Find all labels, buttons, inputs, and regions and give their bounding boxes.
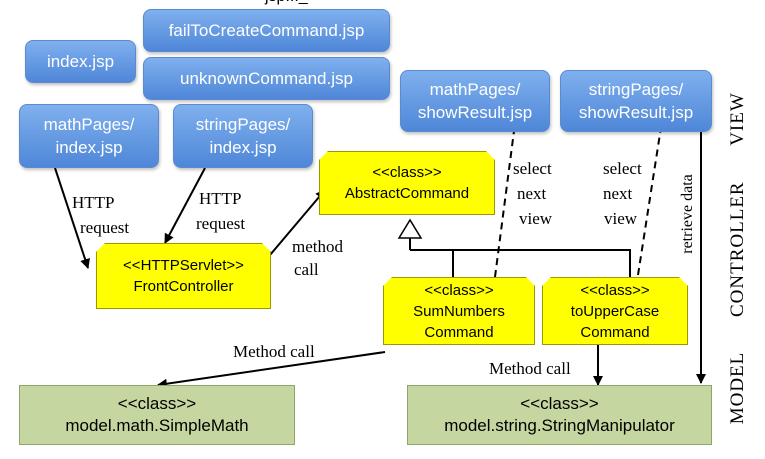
select-next-view-2-line3: view [604, 209, 638, 228]
math-pages-index-line2: index.jsp [55, 138, 123, 157]
select-next-view-1-line3: view [519, 209, 553, 228]
string-pages-show-result-line1: stringPages/ [588, 80, 684, 99]
string-pages-show-result-line2: showResult.jsp [578, 103, 694, 122]
view-layer-title: VIEW [727, 92, 748, 146]
select-next-view-2-line1: select [603, 159, 642, 178]
http-request-label-2-line1: HTTP [199, 189, 242, 208]
sum-numbers-name-line2: Command [424, 323, 494, 341]
math-pages-show-result-line2: showResult.jsp [417, 103, 533, 122]
select-next-view-1-line2: next [517, 184, 547, 203]
select-view-arrow-1 [494, 107, 521, 278]
method-call-arrow [269, 189, 326, 256]
method-call-right-label: Method call [489, 359, 571, 378]
front-controller-class: <<HTTPServlet>> FrontController [96, 243, 271, 309]
front-controller-stereotype: <<HTTPServlet>> [123, 257, 244, 274]
string-manipulator-name: model.string.StringManipulator [444, 416, 675, 435]
http-request-label-1-line1: HTTP [72, 193, 115, 212]
to-upper-case-name-line1: toUpperCase [570, 302, 660, 320]
unknown-command-label: unknownCommand.jsp [180, 69, 353, 88]
to-upper-case-name-line2: Command [580, 323, 650, 341]
string-pages-index-line2: index.jsp [209, 138, 277, 157]
simple-math-name: model.math.SimpleMath [65, 416, 249, 435]
method-call-left-label: Method call [233, 342, 315, 361]
to-upper-case-stereotype: <<class>> [580, 281, 650, 299]
inheritance-triangle [397, 218, 423, 239]
math-pages-show-result-line1: mathPages/ [429, 80, 521, 99]
method-call-label-line2: call [294, 260, 319, 279]
abstract-command-name: AbstractCommand [344, 185, 470, 202]
model-layer-title: MODEL [727, 351, 748, 425]
abstract-command-class: <<class>> AbstractCommand [319, 151, 495, 215]
string-manipulator-stereotype: <<class>> [520, 394, 599, 413]
fail-to-create-command-label: failToCreateCommand.jsp [168, 21, 365, 40]
fail-to-create-command-page: failToCreateCommand.jsp [143, 9, 390, 52]
to-upper-case-command-class: <<class>> toUpperCase Command [542, 277, 688, 345]
front-controller-name: FrontController [133, 278, 234, 295]
string-pages-show-result-page: stringPages/ showResult.jsp [560, 70, 712, 132]
sum-numbers-name-line1: SumNumbers [413, 302, 505, 320]
http-request-arrow-1 [54, 167, 90, 269]
inheritance-lines [452, 249, 631, 277]
string-manipulator-class: <<class>> model.string.StringManipulator [407, 385, 712, 445]
method-call-label-line1: method [292, 237, 343, 256]
math-pages-index-page: mathPages/ index.jsp [19, 104, 159, 168]
simple-math-stereotype: <<class>> [117, 394, 197, 413]
select-view-arrow-2 [637, 107, 668, 276]
abstract-command-stereotype: <<class>> [372, 164, 442, 181]
index-label: index.jsp [46, 52, 115, 71]
http-request-label-1-line2: request [80, 218, 130, 237]
sum-numbers-stereotype: <<class>> [424, 281, 494, 299]
index-page: index.jsp [25, 40, 136, 83]
string-pages-index-page: stringPages/ index.jsp [173, 104, 313, 168]
controller-layer-title: CONTROLLER [727, 181, 748, 317]
http-request-label-2-line2: request [196, 214, 246, 233]
top-cut-text: jsp..._ [265, 0, 308, 8]
http-request-arrow-2 [164, 167, 206, 244]
simple-math-class: <<class>> model.math.SimpleMath [19, 385, 295, 445]
sum-numbers-command-class: <<class>> SumNumbers Command [383, 277, 535, 345]
retrieve-data-label: retrieve data [679, 174, 696, 254]
select-next-view-2-line2: next [603, 184, 633, 203]
math-pages-show-result-page: mathPages/ showResult.jsp [400, 70, 550, 132]
method-call-left-arrow [157, 351, 386, 389]
unknown-command-page: unknownCommand.jsp [143, 57, 390, 100]
select-next-view-1-line1: select [513, 159, 552, 178]
math-pages-index-line1: mathPages/ [43, 115, 135, 134]
string-pages-index-line1: stringPages/ [195, 115, 291, 134]
